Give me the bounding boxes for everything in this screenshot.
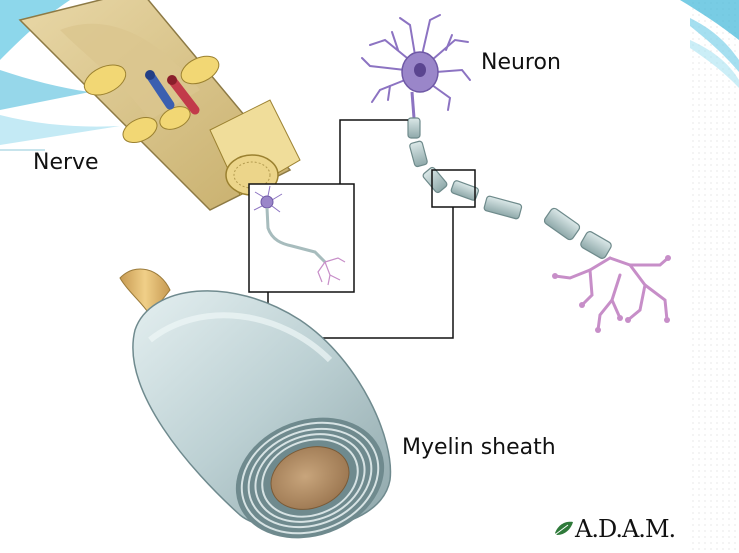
terminal-buttons bbox=[552, 255, 671, 333]
nerve-illustration bbox=[20, 0, 300, 210]
axon-terminals bbox=[555, 258, 668, 330]
neuron-inset bbox=[249, 184, 354, 292]
leaf-icon bbox=[553, 519, 575, 539]
label-neuron: Neuron bbox=[481, 50, 561, 75]
label-nerve: Nerve bbox=[33, 150, 99, 175]
adam-logo: A.D.A.M. bbox=[553, 515, 675, 543]
axon bbox=[408, 92, 613, 260]
neuron-nucleus bbox=[414, 63, 426, 77]
brand-text: A.D.A.M. bbox=[575, 515, 675, 543]
label-myelin-sheath: Myelin sheath bbox=[402, 435, 556, 460]
myelin-sheath-illustration bbox=[120, 269, 401, 553]
